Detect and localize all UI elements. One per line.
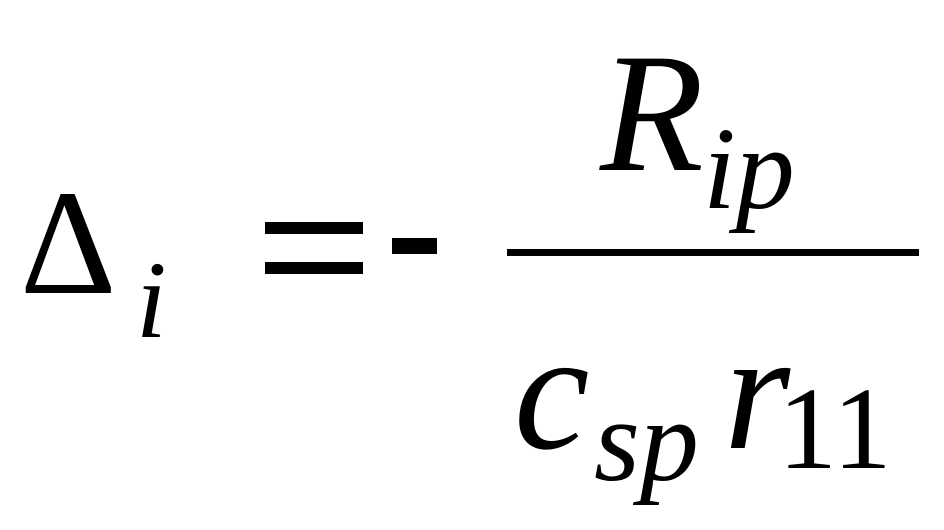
denominator-second-symbol: r (724, 297, 791, 485)
denominator-first-subscript: sp (594, 375, 699, 506)
denominator-first-symbol: c (514, 297, 590, 485)
equals-sign-bottom-bar (265, 262, 363, 274)
numerator-subscript: ip (703, 103, 795, 234)
numerator-symbol: R (600, 19, 704, 207)
equals-sign-top-bar (265, 222, 363, 234)
fraction-bar (507, 249, 919, 256)
delta-symbol: Δ (20, 160, 117, 326)
minus-sign (392, 238, 437, 254)
denominator-second-subscript: 11 (778, 363, 892, 494)
delta-subscript: i (136, 239, 167, 361)
